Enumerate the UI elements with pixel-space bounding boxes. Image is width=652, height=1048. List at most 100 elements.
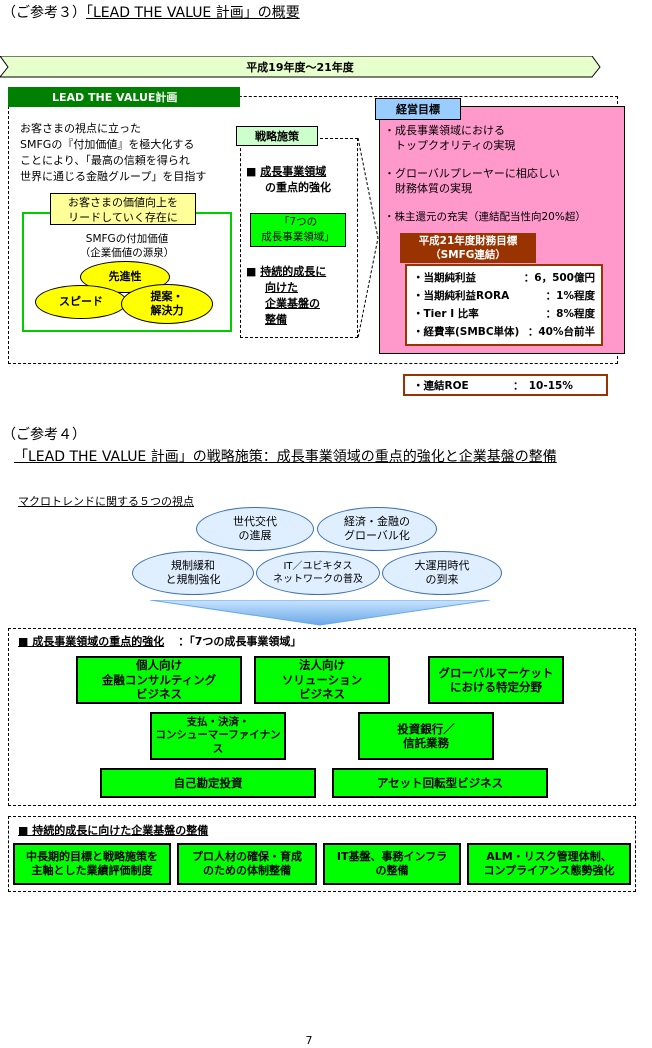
area-line: における特定分野 [449,680,542,694]
mission-text: お客さまの視点に立った SMFGの『付加価値』を極大化する ことにより、「最高の… [20,121,206,185]
fin-row-value: ：1%程度 [545,290,595,302]
oval-generation: 世代交代の進展 [196,507,314,551]
base-risk-compliance: ALM・リスク管理体制、コンプライアンス態勢強化 [467,843,631,885]
growth-dashed-box [8,628,636,806]
oval-regulation: 規制緩和と規制強化 [132,551,254,595]
period-label: 平成19年度〜21年度 [246,61,354,74]
fin-title-line: （SMFG連結） [430,249,506,261]
oval-line: 大運用時代 [414,558,470,572]
goal-1: ・成長事業領域における トップクオリティの実現 [384,123,515,153]
fin-row-label: ・Tier Ⅰ 比率 [413,308,479,320]
fin-row: ・Tier Ⅰ 比率：8%程度 [413,306,595,324]
oval-line: 世代交代 [233,514,277,528]
macro-label: マクロトレンドに関する５つの視点 [18,495,194,508]
growth-header-sub: ：「7つの成長事業領域」 [178,635,302,648]
strategy2-line: 整備 [265,313,287,326]
strategy1: ■ 成長事業領域 の重点的強化 [246,165,331,194]
presence-line: お客さまの価値向上を [68,196,178,209]
goal-line: 財務体質の実現 [384,182,472,195]
area-line: 信託業務 [403,736,449,750]
seven-areas-line: 成長事業領域」 [261,231,335,243]
ref4-heading-title: 「LEAD THE VALUE 計画」の戦略施策：成長事業領域の重点的強化と企業… [14,449,557,465]
macro-down-arrow [150,600,490,626]
base-it-infra: IT基盤、事務インフラの整備 [323,843,461,885]
ref3-heading-title: 「LEAD THE VALUE 計画」の概要 [86,5,300,21]
base-line: 主軸とした業績評価制度 [31,864,153,877]
base-line: ALM・リスク管理体制、 [486,850,612,864]
oval-solution-line: 解決力 [150,304,184,317]
mission-line: お客さまの視点に立った [20,122,141,135]
oval-line: の進展 [238,529,272,542]
added-value-title-line: SMFGの付加価値 [85,233,169,245]
added-value-title: SMFGの付加価値 （企業価値の源泉） [22,232,232,260]
strategy2-line: 企業基盤の [265,297,320,310]
strategy-label: 戦略施策 [236,126,318,146]
seven-areas-box: 「7つの 成長事業領域」 [250,213,346,247]
fin-row-value: ：6，500億円 [523,272,595,284]
fin-row-label: ・当期純利益 [413,272,476,284]
area-line: グローバルマーケット [438,665,554,680]
goal-line: ・成長事業領域における [384,124,505,137]
area-payments: 支払・決済・コンシューマーファイナンス [150,712,286,760]
roe-value: ： 10-15% [513,379,573,392]
strategy2-line: 持続的成長に [260,265,327,278]
fin-row-label: ・経費率(SMBC単体) [413,326,520,338]
base-line: コンプライアンス態勢強化 [483,864,615,877]
area-proprietary: 自己勘定投資 [100,768,316,798]
mission-line: ことにより、「最高の信頼を得られ [20,154,190,167]
growth-header-title: ■ 成長事業領域の重点的強化 [18,635,165,648]
area-line: ソリューション [281,672,363,687]
fin-title-line: 平成21年度財務目標 [418,235,518,247]
area-line: 支払・決済・ [186,716,250,729]
area-line: 金融コンサルティング [101,672,217,687]
oval-asset-mgmt: 大運用時代の到来 [382,551,502,595]
strategy2: ■ 持続的成長に 向けた 企業基盤の 整備 [246,265,327,326]
seven-areas-line: 「7つの [278,216,318,228]
strategy-chevron [357,138,379,338]
oval-line: IT／ユビキタス [283,561,353,572]
plan-title-bar: LEAD THE VALUE計画 [8,87,240,107]
fin-row: ・経費率(SMBC単体)：40%台前半 [413,324,595,342]
area-corporate: 法人向けソリューションビジネス [254,656,390,704]
period-arrow [0,56,601,78]
fin-title: 平成21年度財務目標 （SMFG連結） [400,233,536,263]
oval-it: IT／ユビキタスネットワークの普及 [256,551,380,595]
area-retail: 個人向け金融コンサルティングビジネス [76,656,242,704]
goal-2: ・グローバルプレーヤーに相応しい 財務体質の実現 [384,166,560,196]
base-talent: プロ人材の確保・育成のための体制整備 [177,843,317,885]
area-line: コンシューマーファイナンス [155,729,281,755]
base-line: IT基盤、事務インフラ [336,850,448,864]
area-line: ビジネス [299,687,345,702]
ref3-heading-prefix: （ご参考３） [2,5,86,21]
area-line: 投資銀行／ [397,721,455,736]
base-header: ■ 持続的成長に向けた企業基盤の整備 [18,822,208,838]
fin-row: ・当期純利益RORA：1%程度 [413,288,595,306]
fin-table: ・当期純利益 ：6，500億円 ・当期純利益RORA：1%程度 ・Tier Ⅰ 比… [405,264,603,346]
oval-globalization: 経済・金融のグローバル化 [317,507,437,551]
area-asset-turnover: アセット回転型ビジネス [332,768,548,798]
base-line: のための体制整備 [203,864,291,877]
presence-line: リードしていく存在に [68,211,178,224]
strategy1-line: 成長事業領域 [260,165,327,178]
goal-3: ・株主還元の充実（連結配当性向20%超） [384,211,586,223]
presence-box: お客さまの価値向上を リードしていく存在に [50,193,196,225]
goal-line: トップクオリティの実現 [384,139,516,152]
page-number: 7 [305,1034,313,1047]
oval-solution: 提案・解決力 [121,284,213,324]
oval-line: と規制強化 [165,573,221,586]
base-header-title: ■ 持続的成長に向けた企業基盤の整備 [18,824,209,837]
base-line: の整備 [375,864,409,877]
fin-row: ・当期純利益 ：6，500億円 [413,270,595,288]
ref4-heading-prefix: （ご参考４） [2,427,86,443]
area-line: 法人向け [299,658,345,673]
oval-line: ネットワークの普及 [273,574,363,585]
base-evaluation: 中長期的目標と戦略施策を主軸とした業績評価制度 [13,843,171,885]
ref3-heading: （ご参考３）「LEAD THE VALUE 計画」の概要 [2,2,300,22]
oval-line: 規制緩和 [171,558,215,572]
goal-line: ・グローバルプレーヤーに相応しい [384,167,560,180]
roe-label: ・連結ROE [413,379,469,392]
oval-line: 経済・金融の [344,514,410,528]
oval-solution-line: 提案・ [150,289,184,303]
mission-line: 世界に通じる金融グループ」を目指す [20,170,207,183]
base-line: プロ人材の確保・育成 [192,850,302,864]
